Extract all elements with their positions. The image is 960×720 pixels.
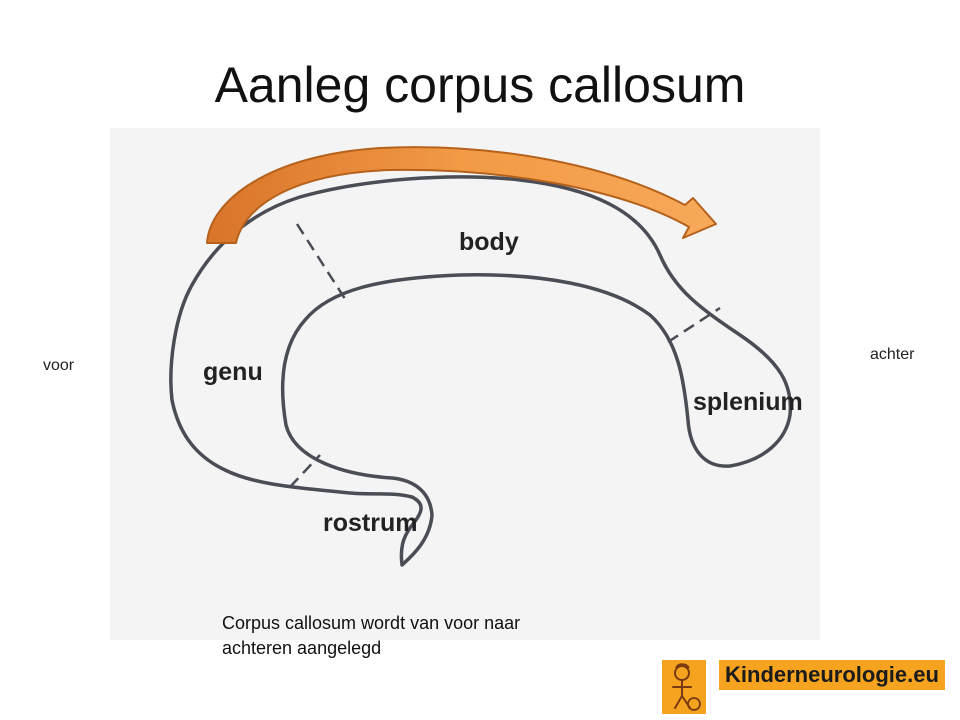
- label-rostrum: rostrum: [323, 509, 418, 537]
- label-front: voor: [43, 357, 75, 374]
- label-body: body: [459, 228, 519, 256]
- division-line-genu-body: [295, 223, 349, 303]
- caption-line-2: achteren aangelegd: [222, 638, 382, 659]
- label-back: achter: [870, 346, 915, 363]
- label-splenium: splenium: [693, 388, 803, 416]
- division-line-genu-rostrum: [289, 454, 321, 488]
- logo: Kinderneurologie.eu: [662, 660, 945, 714]
- child-figure-icon: [662, 660, 706, 714]
- slide-title: Aanleg corpus callosum: [214, 57, 746, 113]
- division-line-body-splenium: [667, 306, 721, 344]
- logo-text: Kinderneurologie.eu: [719, 660, 945, 690]
- label-genu: genu: [203, 358, 263, 386]
- caption-line-1: Corpus callosum wordt van voor naar: [222, 613, 521, 633]
- caption: Corpus callosum wordt van voor naar acht…: [222, 611, 602, 661]
- development-arrow: [206, 146, 717, 244]
- corpus-callosum-outline: [169, 175, 793, 567]
